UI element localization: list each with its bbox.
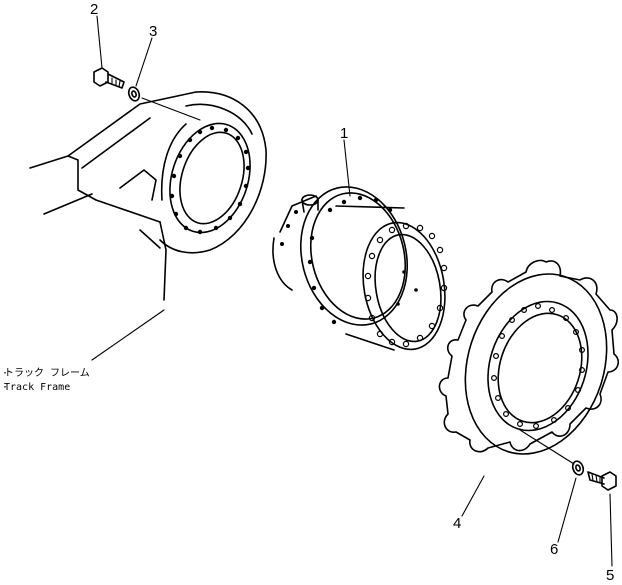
bolt-part-2 (93, 67, 125, 89)
housing-bolt-holes (169, 125, 251, 235)
callout-4: 4 (453, 515, 461, 532)
bolt-part-5 (587, 471, 617, 491)
washer-part-6 (571, 460, 585, 476)
callout-3: 3 (149, 23, 157, 40)
callout-5: 5 (606, 567, 614, 584)
flange-bolt-holes (307, 195, 393, 325)
callout-2: 2 (90, 1, 98, 18)
bolt-line-bottom (519, 429, 575, 465)
callout-1: 1 (340, 125, 348, 142)
bolt-line-top (141, 97, 201, 121)
final-drive-part-1 (272, 186, 448, 351)
sprocket-part-4 (438, 259, 620, 455)
svg-text:·: · (2, 382, 8, 393)
sprocket-bolt-holes (491, 303, 585, 430)
track-frame-label-jp: トラック フレーム (4, 367, 90, 379)
cover-bolt-ring (364, 222, 448, 348)
callout-6: 6 (550, 541, 558, 558)
callout-leaders (96, 15, 613, 567)
washer-part-3 (127, 86, 141, 102)
svg-text:·: · (2, 368, 8, 379)
track-frame (29, 91, 267, 361)
track-frame-label-en: Track Frame (4, 382, 70, 393)
